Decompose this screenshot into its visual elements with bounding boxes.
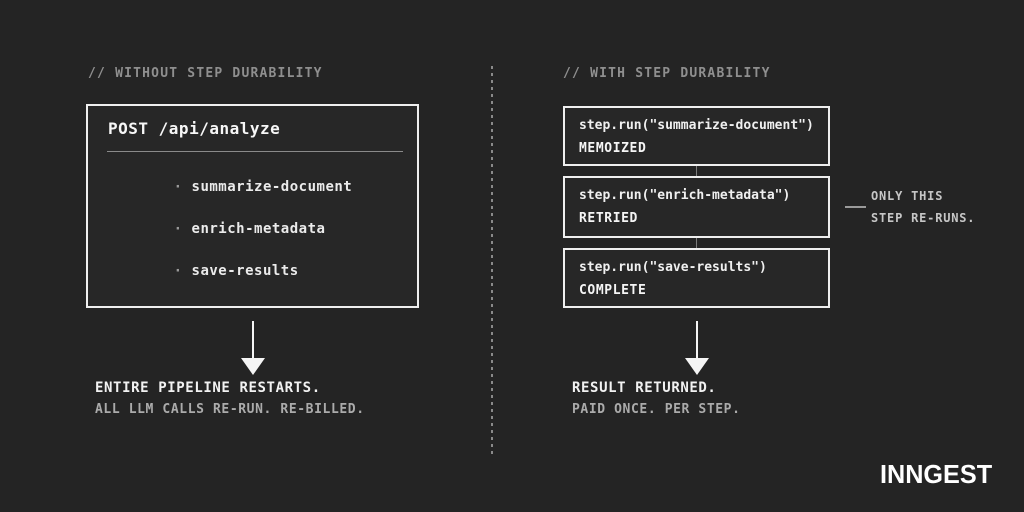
pipeline-step-label: summarize-document (191, 179, 353, 195)
annotation-text-line1: ONLY THIS (871, 189, 944, 203)
api-endpoint-title: POST /api/analyze (108, 119, 281, 138)
left-result-primary: ENTIRE PIPELINE RESTARTS. (95, 380, 321, 396)
step-box-summarize-document: step.run("summarize-document") MEMOIZED (563, 106, 830, 166)
left-result-secondary: ALL LLM CALLS RE-RUN. RE-BILLED. (95, 402, 365, 417)
step-status-badge: MEMOIZED (579, 141, 647, 156)
right-section-header: // WITH STEP DURABILITY (563, 66, 771, 81)
step-status-badge: COMPLETE (579, 283, 647, 298)
pipeline-step-label: save-results (191, 263, 299, 279)
inngest-logo: INNGEST (880, 459, 993, 489)
step-status-badge: RETRIED (579, 211, 638, 226)
api-pipeline-box: POST /api/analyze · summarize-document · e… (86, 104, 419, 308)
connector-line (696, 166, 697, 176)
title-divider (107, 151, 403, 152)
step-box-enrich-metadata: step.run("enrich-metadata") RETRIED (563, 176, 830, 238)
pipeline-step-save-results: · save-results (120, 247, 299, 295)
down-arrow-icon (241, 321, 265, 375)
pipeline-step-summarize-document: · summarize-document (120, 163, 352, 211)
down-arrow-icon (685, 321, 709, 375)
bullet-icon: · (173, 179, 183, 195)
step-code: step.run("summarize-document") (579, 118, 814, 133)
step-box-save-results: step.run("save-results") COMPLETE (563, 248, 830, 308)
step-code: step.run("save-results") (579, 260, 767, 275)
bullet-icon: · (173, 263, 183, 279)
connector-line (696, 238, 697, 248)
annotation-tick-line (845, 206, 866, 208)
right-result-primary: RESULT RETURNED. (572, 380, 717, 396)
left-section-header: // WITHOUT STEP DURABILITY (88, 66, 323, 81)
dotted-divider (491, 66, 493, 458)
pipeline-step-label: enrich-metadata (191, 221, 326, 237)
bullet-icon: · (173, 221, 183, 237)
annotation-text-line2: STEP RE-RUNS. (871, 211, 976, 225)
step-code: step.run("enrich-metadata") (579, 188, 791, 203)
pipeline-step-enrich-metadata: · enrich-metadata (120, 205, 325, 253)
right-result-secondary: PAID ONCE. PER STEP. (572, 402, 741, 417)
